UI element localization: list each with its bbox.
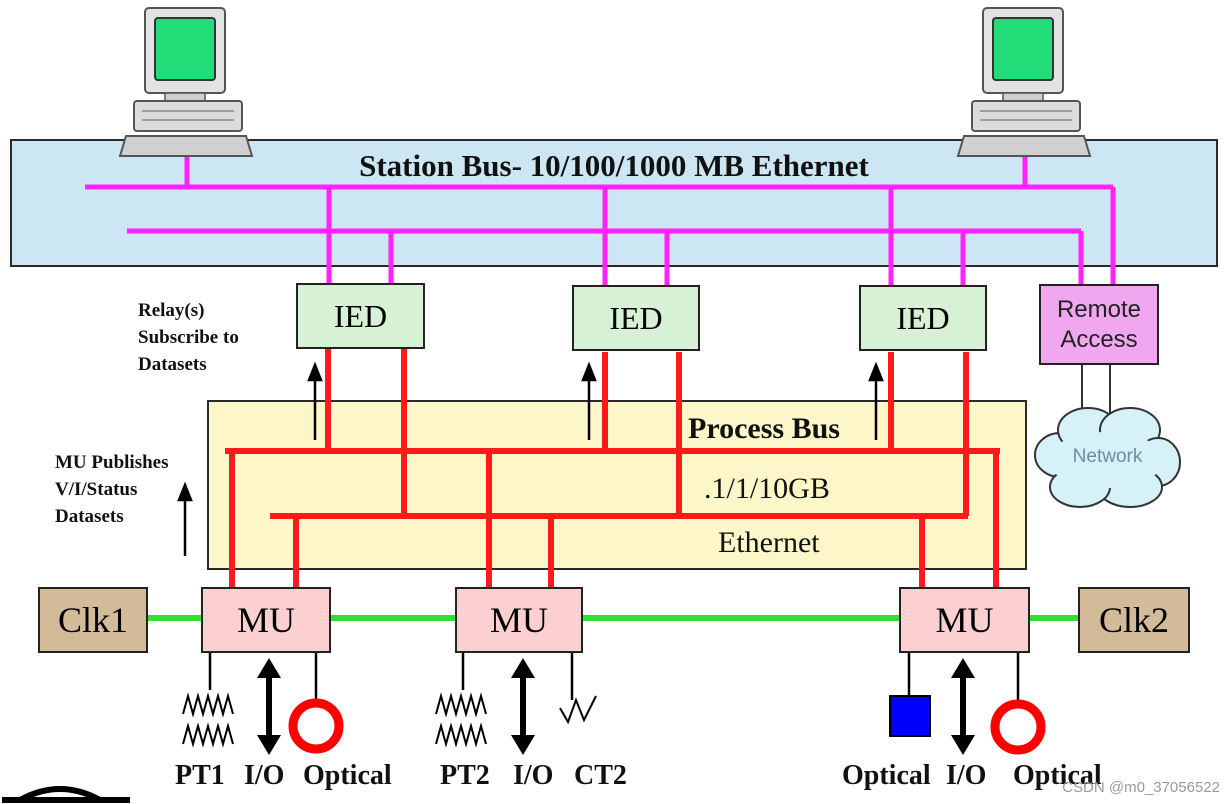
mu-publishes-label: MU Publishes V/I/Status Datasets — [55, 452, 169, 527]
ied-box-1[interactable]: IED — [296, 283, 425, 349]
pt1-label: PT1 — [175, 760, 225, 791]
io-arrow-icon-1 — [257, 658, 281, 755]
optical-sensor-icon-3 — [990, 699, 1046, 755]
optical-label-1: Optical — [303, 760, 392, 791]
network-cloud-fill — [1048, 432, 1164, 488]
mu2-connections — [461, 652, 574, 700]
computer-icon-left — [118, 7, 254, 157]
subscribe-arrows — [177, 361, 884, 556]
station-bus-lines — [85, 155, 1116, 285]
io-label-2: I/O — [513, 760, 554, 791]
ied-box-3[interactable]: IED — [859, 285, 987, 351]
clock-box-1[interactable]: Clk1 — [38, 587, 148, 653]
computer-icon-right — [956, 7, 1092, 157]
io-arrow-icon-2 — [511, 658, 535, 755]
watermark: CSDN @m0_37056522 — [1062, 779, 1220, 796]
ct2-label: CT2 — [574, 760, 627, 791]
process-bus-medium: Ethernet — [718, 526, 820, 559]
mu-box-3[interactable]: MU — [899, 587, 1030, 653]
remote-access-box[interactable]: Remote Access — [1039, 284, 1159, 365]
process-bus-speed: .1/1/10GB — [704, 472, 830, 505]
pt2-label: PT2 — [440, 760, 490, 791]
io-arrow-icon-3 — [951, 658, 975, 755]
optical-label-2: Optical — [842, 760, 931, 791]
pt2-transformer-icon — [435, 692, 487, 748]
ct2-transformer-icon — [559, 695, 597, 725]
mu-box-2[interactable]: MU — [455, 587, 583, 653]
clock-box-2[interactable]: Clk2 — [1078, 587, 1190, 653]
pt1-transformer-icon — [182, 692, 234, 748]
process-bus-title: Process Bus — [688, 412, 840, 445]
optical-sensor-square-icon — [889, 695, 931, 737]
io-label-1: I/O — [244, 760, 285, 791]
mu1-connections — [208, 652, 318, 700]
network-label: Network — [1072, 446, 1143, 467]
relay-subscribe-label: Relay(s) Subscribe to Datasets — [138, 300, 239, 375]
io-label-3: I/O — [946, 760, 987, 791]
optical-label-3: Optical — [1013, 760, 1102, 791]
logo-icon — [2, 786, 130, 803]
station-bus-panel — [10, 139, 1218, 267]
ied-box-2[interactable]: IED — [572, 285, 700, 351]
process-bus-lines — [225, 349, 1000, 588]
station-bus-title: Station Bus- 10/100/1000 MB Ethernet — [359, 148, 869, 183]
optical-sensor-icon-1 — [288, 698, 344, 754]
mu-box-1[interactable]: MU — [201, 587, 331, 653]
mu3-connections — [907, 652, 1020, 702]
